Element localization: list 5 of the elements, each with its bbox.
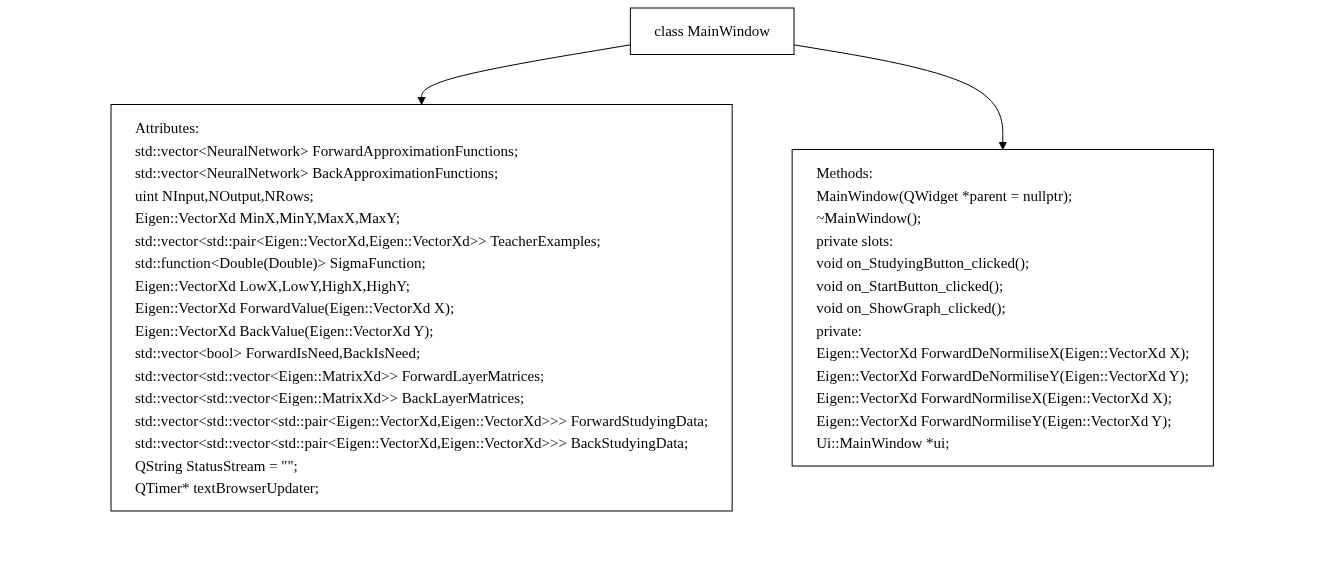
node-box: Methods: MainWindow(QWidget *parent = nullptr); ~MainWindow(); private slots: void on_StudyingButton_clicked(); void on_StartButton_clicked(); void on_ShowGraph_clicked(); private: Eigen::VectorXd ForwardDeNormiliseX(Eigen::VectorXd X); Eigen::VectorXd ForwardDeNormiliseY(Eigen::VectorXd Y); Eigen::VectorXd ForwardNormiliseX(Eigen::VectorXd X); Eigen::VectorXd ForwardNormiliseY(Eigen::VectorXd Y); Ui::MainWindow *ui;	[791, 149, 1215, 467]
node-box: class MainWindow	[630, 7, 795, 55]
arrow	[793, 44, 1008, 150]
arrow	[417, 44, 632, 105]
node-box: Attributes: std::vector<NeuralNetwork> ForwardApproximationFunctions; std::vector<NeuralNetwork> BackApproximationFunctions; uint NInput,NOutput,NRows; Eigen::VectorXd MinX,MinY,MaxX,MaxY; std::vector<std::pair<Eigen::VectorXd,Eigen::VectorXd>> TeacherExamples; std::function<Double(Double)> SigmaFunction; Eigen::VectorXd LowX,LowY,HighX,HighY; Eigen::VectorXd ForwardValue(Eigen::VectorXd X); Eigen::VectorXd BackValue(Eigen::VectorXd Y); std::vector<bool> ForwardIsNeed,BackIsNeed; std::vector<std::vector<Eigen::MatrixXd>> ForwardLayerMatrices; std::vector<std::vector<Eigen::MatrixXd>> BackLayerMatrices; std::vector<std::vector<std::pair<Eigen::VectorXd,Eigen::VectorXd>>> ForwardStudyingData; std::vector<std::vector<std::pair<Eigen::VectorXd,Eigen::VectorXd>>> BackStudyingData; QString StatusStream = ""; QTimer* textBrowserUpdater;	[110, 104, 733, 512]
